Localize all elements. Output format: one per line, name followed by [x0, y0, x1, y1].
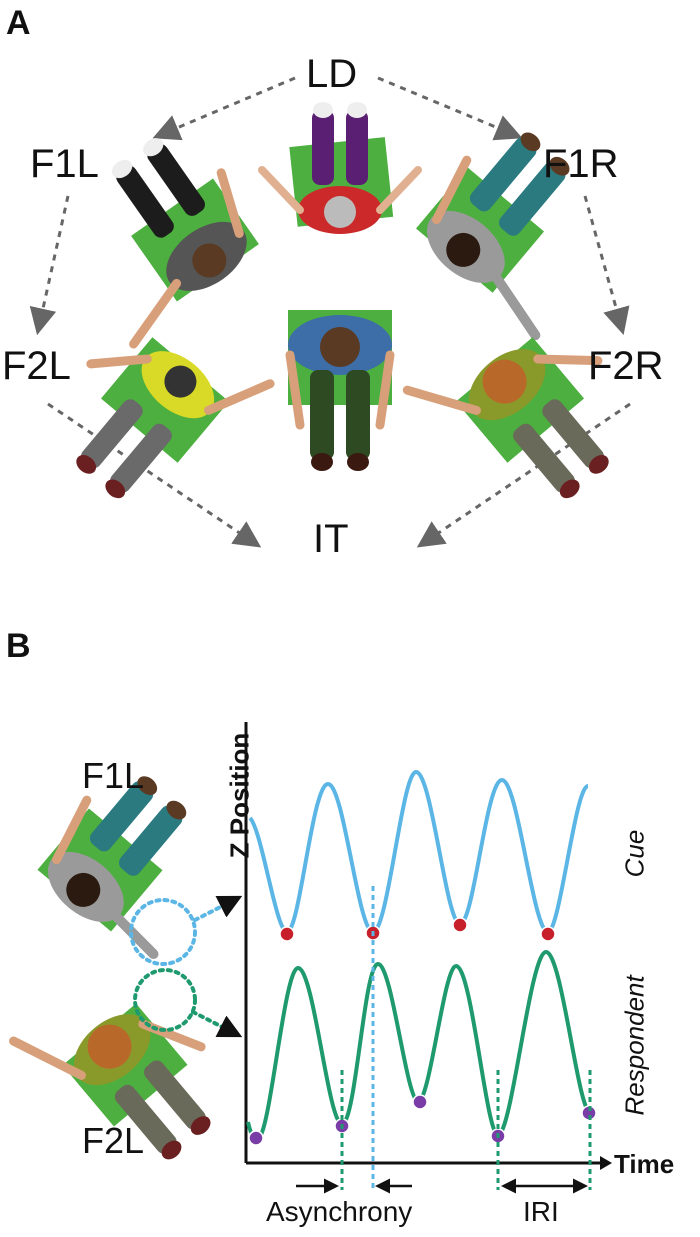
figure-f1l — [111, 138, 259, 349]
cue-markers — [279, 917, 556, 942]
panel-b-letter: B — [6, 627, 31, 665]
plot — [244, 722, 612, 1194]
arrow-f1l-to-f2l — [29, 195, 70, 336]
cue-trace — [248, 769, 590, 935]
label-ld: LD — [306, 52, 358, 96]
arrow-ld-to-f1l — [152, 76, 296, 141]
y-axis-label: Z Position — [224, 732, 255, 859]
figure-f2r — [402, 337, 609, 499]
x-axis-label: Time — [614, 1149, 675, 1179]
respondent-trace-label: Respondent — [619, 975, 650, 1116]
asynchrony-label: Asynchrony — [266, 1196, 413, 1227]
label-f1r: F1R — [543, 142, 619, 186]
respondent-marker-3 — [412, 1094, 428, 1110]
respondent-trace — [246, 949, 592, 1141]
label-f1l: F1L — [30, 142, 99, 186]
respondent-hand-circle — [133, 968, 197, 1032]
respondent-marker-1 — [248, 1130, 264, 1146]
label-it: IT — [313, 517, 349, 561]
cue-trace-label: Cue — [619, 829, 650, 878]
x-axis-arrowhead — [600, 1156, 612, 1170]
arrow-f2r-to-it — [416, 402, 631, 548]
figure-ld — [258, 102, 422, 234]
arrow-ld-to-f1r — [377, 76, 523, 141]
figure-b-f1l — [37, 776, 187, 960]
respondent-markers — [248, 1094, 597, 1146]
hand-connectors — [129, 895, 243, 1038]
figure-label-f1l: F1L — [82, 755, 145, 796]
reference-lines — [340, 886, 592, 1190]
iri-label: IRI — [523, 1196, 559, 1227]
arrow-f2l-to-it — [47, 402, 262, 548]
cue-marker-4 — [540, 926, 556, 942]
figure-label-f2l: F2L — [82, 1120, 145, 1161]
cue-marker-3 — [452, 917, 468, 933]
arrow-f1r-to-f2r — [583, 195, 630, 336]
label-f2r: F2R — [588, 344, 664, 388]
figure-f1r — [415, 132, 570, 341]
cue-hand-circle — [129, 898, 197, 966]
rotation-arrows — [29, 76, 631, 548]
panel-a-letter: A — [6, 4, 31, 42]
cue-connector — [193, 895, 243, 922]
label-f2l: F2L — [2, 344, 71, 388]
figure-it — [285, 310, 395, 471]
respondent-connector — [191, 1010, 243, 1038]
cue-marker-1 — [279, 926, 295, 942]
figure-f2l — [76, 337, 275, 499]
